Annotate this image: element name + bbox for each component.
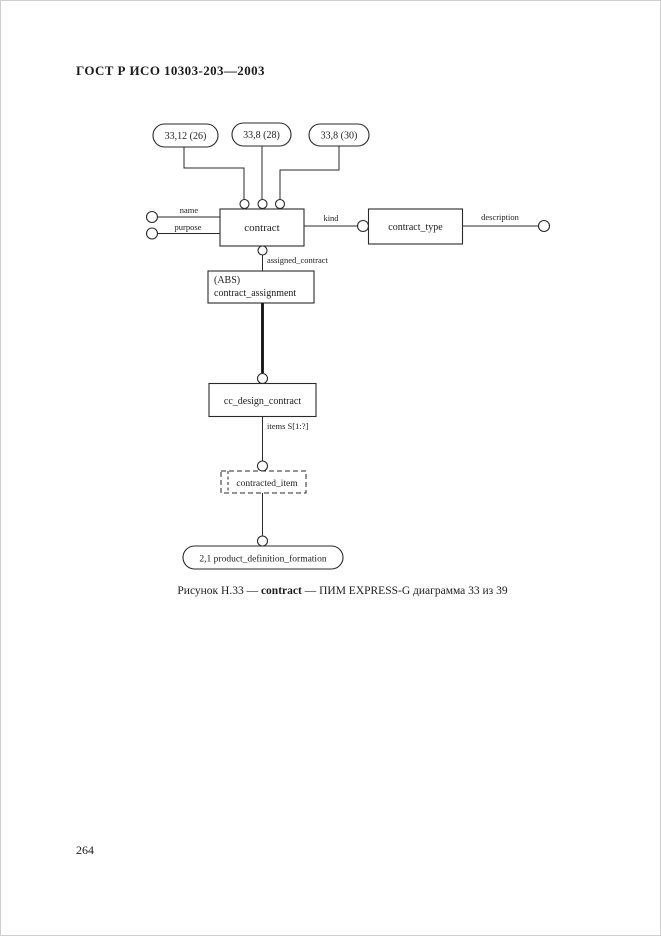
contracted-item-select-box [220,470,307,494]
standard-header: ГОСТ Р ИСО 10303-203—2003 [76,63,265,78]
page-ref-label: 2,1 product_definition_formation [199,554,326,565]
subtype-port [256,372,269,385]
contracted-item-label: contracted_item [236,479,298,489]
assigned-contract-port [257,245,268,256]
abs-tag: (ABS) [214,275,240,286]
kind-relation-port [356,219,370,233]
page-ref-node [182,545,344,570]
name-attribute-port [145,210,159,224]
page-ref-port [256,535,269,547]
purpose-attribute-port [145,227,159,240]
kind-relation-label: kind [323,213,339,223]
cc-design-contract-entity-label: cc_design_contract [224,396,301,407]
contract-assignment-entity-box [207,270,315,304]
cc-design-contract-entity-box [208,382,317,418]
page-ref-node [152,123,219,148]
attribute-port [274,198,286,210]
page-ref-node [231,122,292,147]
items-relation-label: items S[1:?] [267,421,308,431]
ref1-to-contract-wire [183,147,245,200]
description-attribute-label: description [481,212,520,222]
name-attribute-label: name [180,205,199,215]
page-ref-label: 33,12 (26) [165,131,207,142]
attribute-port [239,198,250,210]
figure-caption-prefix: Рисунок Н.33 — [177,585,261,597]
contract-type-entity-box [367,208,464,245]
description-attribute-port [537,219,551,233]
figure-caption: Рисунок Н.33 — contract — ПИМ EXPRESS-G … [1,585,661,597]
items-relation-port [256,460,269,472]
contract-assignment-entity-label: contract_assignment [214,288,296,299]
contract-type-entity-label: contract_type [388,222,443,233]
ref3-to-contract-wire [279,146,340,200]
assigned-contract-label: assigned_contract [267,255,329,265]
contract-entity-label: contract [244,222,279,234]
purpose-attribute-label: purpose [175,222,202,232]
figure-caption-suffix: — ПИМ EXPRESS-G диаграмма 33 из 39 [301,585,508,597]
page-ref-label: 33,8 (28) [243,130,280,141]
attribute-port [257,198,268,210]
page-ref-label: 33,8 (30) [321,131,358,142]
contract-entity-box [219,208,305,247]
page-ref-node [308,123,370,147]
figure-caption-entity: contract [260,585,302,597]
page-number: 264 [76,843,94,857]
